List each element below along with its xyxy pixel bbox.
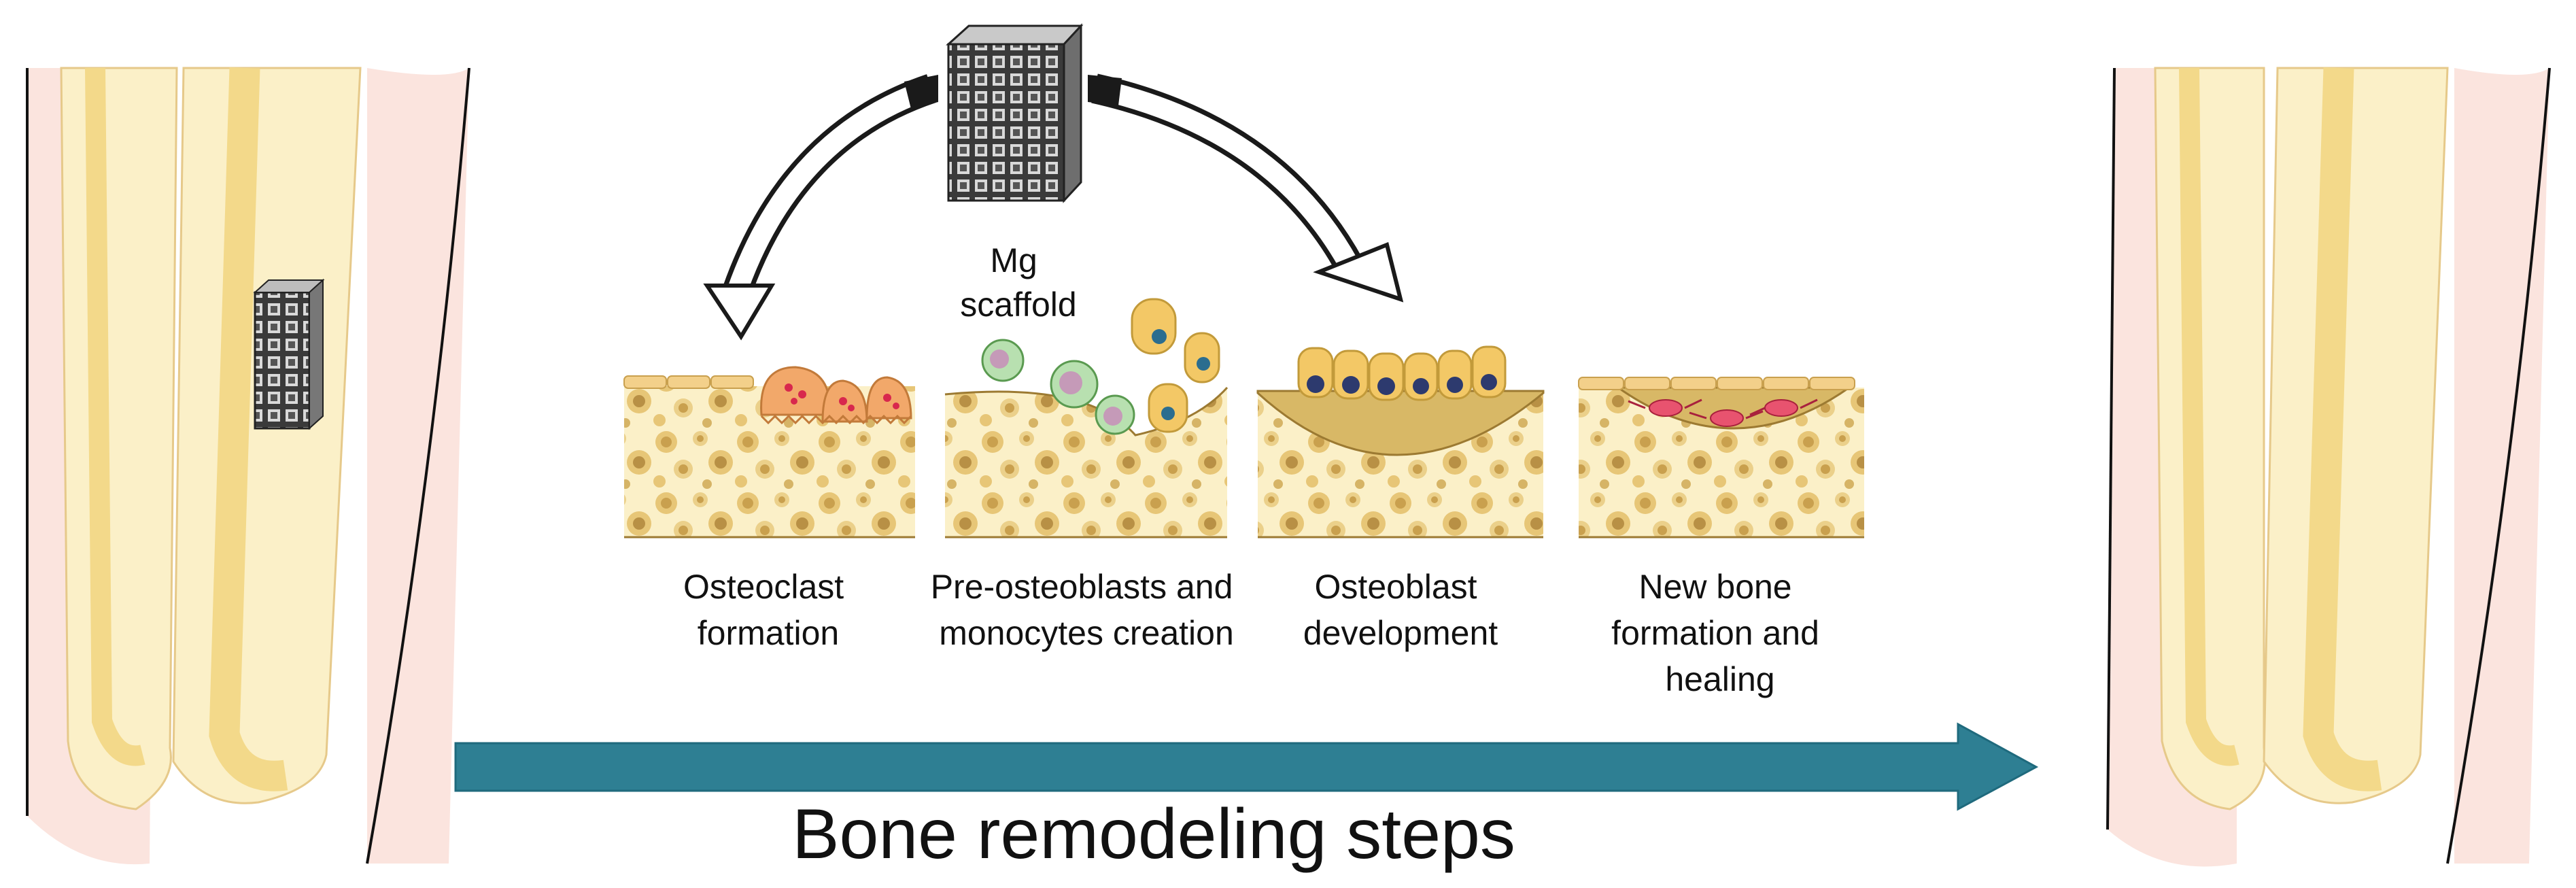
step-label-newbone: New bone formation and healing: [1611, 568, 1829, 698]
implanted-scaffold-icon: [253, 278, 325, 430]
step-panel-newbone: [1578, 377, 1864, 539]
mg-scaffold-icon: [946, 23, 1084, 203]
step-panel-preosteoblast: [944, 298, 1229, 539]
step-label-line: development: [1303, 614, 1498, 652]
step-label-line: formation: [698, 614, 839, 652]
left-leg-bone-illustration: [26, 67, 470, 865]
step-label-line: Osteoclast: [683, 568, 844, 606]
process-arrow-label: Bone remodeling steps: [792, 795, 1515, 874]
step-label-line: Osteoblast: [1315, 568, 1477, 606]
scaffold-label: Mg scaffold: [960, 241, 1076, 324]
scaffold-label-line: Mg: [990, 241, 1037, 279]
step-panel-osteoclast: [623, 366, 915, 539]
step-label-preosteoblast: Pre-osteoblasts and monocytes creation: [931, 568, 1243, 652]
step-label-line: New bone: [1638, 568, 1791, 606]
process-arrow: [454, 722, 2039, 811]
step-label-line: monocytes creation: [939, 614, 1234, 652]
right-leg-bone-illustration: [2106, 67, 2551, 867]
scaffold-label-line: scaffold: [960, 286, 1076, 324]
step-label-line: Pre-osteoblasts and: [931, 568, 1233, 606]
curved-arrow-left: [703, 74, 938, 341]
step-label-osteoclast: Osteoclast formation: [683, 568, 853, 652]
step-label-osteoblast: Osteoblast development: [1303, 568, 1498, 652]
curved-arrow-right: [1088, 73, 1404, 303]
step-label-line: formation and: [1611, 614, 1819, 652]
step-label-line: healing: [1665, 660, 1774, 698]
step-panel-osteoblast: [1256, 345, 1545, 539]
